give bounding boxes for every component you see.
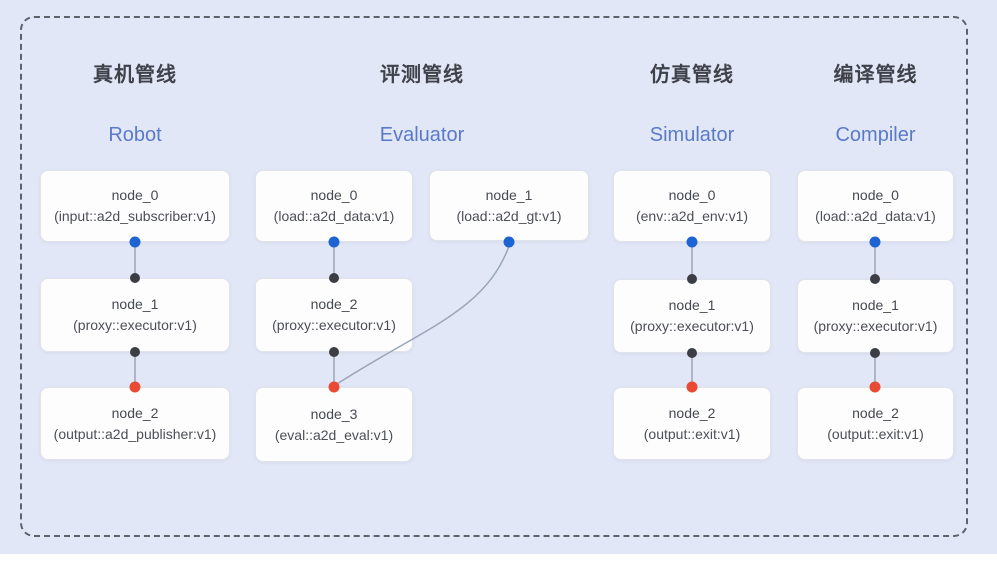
node-type: (proxy::executor:v1) [630, 318, 754, 334]
node-box-evaluator-2: node_2 (proxy::executor:v1) [255, 278, 413, 352]
node-type: (eval::a2d_eval:v1) [274, 426, 394, 443]
pipeline-title-en: Simulator [649, 124, 735, 146]
pipeline-header-robot: 真机管线 Robot [40, 62, 230, 152]
node-name: node_0 [310, 187, 358, 203]
node-box-compiler-0: node_0 (load::a2d_data:v1) [797, 170, 954, 242]
pipeline-header-compiler: 编译管线 Compiler [797, 62, 954, 152]
node-type: (output::exit:v1) [827, 425, 924, 442]
node-type: (load::a2d_gt:v1) [456, 207, 562, 224]
node-name: node_2 [668, 404, 716, 421]
node-name: node_2 [111, 404, 159, 421]
node-type: (proxy::executor:v1) [73, 317, 197, 333]
node-box-compiler-1: node_1 (proxy::executor:v1) [797, 279, 954, 353]
node-name: node_0 [668, 187, 716, 203]
node-box-simulator-2: node_2 (output::exit:v1) [613, 387, 771, 460]
node-name: node_1 [668, 297, 716, 313]
node-box-compiler-2: node_2 (output::exit:v1) [797, 387, 954, 460]
node-type: (proxy::executor:v1) [813, 318, 938, 334]
pipeline-title-cn: 评测管线 [380, 64, 464, 86]
pipeline-header-evaluator: 评测管线 Evaluator [255, 62, 589, 152]
node-type: (output::exit:v1) [643, 425, 741, 442]
node-box-robot-1: node_1 (proxy::executor:v1) [40, 278, 230, 352]
pipeline-title-en: Compiler [835, 124, 916, 146]
pipeline-title-cn: 真机管线 [93, 64, 177, 86]
node-box-robot-2: node_2 (output::a2d_publisher:v1) [40, 387, 230, 460]
node-name: node_3 [310, 405, 358, 422]
node-type: (proxy::executor:v1) [272, 317, 396, 333]
node-name: node_1 [485, 186, 533, 203]
node-name: node_2 [852, 404, 899, 421]
node-name: node_0 [111, 187, 159, 203]
pipeline-title-en: Robot [108, 124, 162, 146]
node-name: node_1 [111, 296, 159, 312]
node-type: (output::a2d_publisher:v1) [53, 425, 217, 442]
node-type: (env::a2d_env:v1) [635, 208, 749, 224]
dashed-border [20, 16, 968, 537]
node-box-simulator-0: node_0 (env::a2d_env:v1) [613, 170, 771, 242]
node-box-evaluator-0: node_0 (load::a2d_data:v1) [255, 170, 413, 242]
node-type: (load::a2d_data:v1) [273, 208, 395, 224]
node-type: (input::a2d_subscriber:v1) [54, 208, 216, 224]
pipeline-header-simulator: 仿真管线 Simulator [613, 62, 771, 152]
node-box-evaluator-1: node_1 (load::a2d_gt:v1) [429, 170, 589, 241]
node-box-evaluator-3: node_3 (eval::a2d_eval:v1) [255, 387, 413, 462]
node-name: node_0 [852, 187, 899, 203]
pipeline-title-en: Evaluator [379, 124, 465, 146]
node-box-simulator-1: node_1 (proxy::executor:v1) [613, 279, 771, 353]
node-name: node_1 [852, 297, 899, 313]
pipeline-title-cn: 编译管线 [833, 64, 918, 86]
pipeline-title-cn: 仿真管线 [650, 64, 734, 86]
node-type: (load::a2d_data:v1) [815, 208, 936, 224]
node-name: node_2 [310, 296, 358, 312]
node-box-robot-0: node_0 (input::a2d_subscriber:v1) [40, 170, 230, 242]
